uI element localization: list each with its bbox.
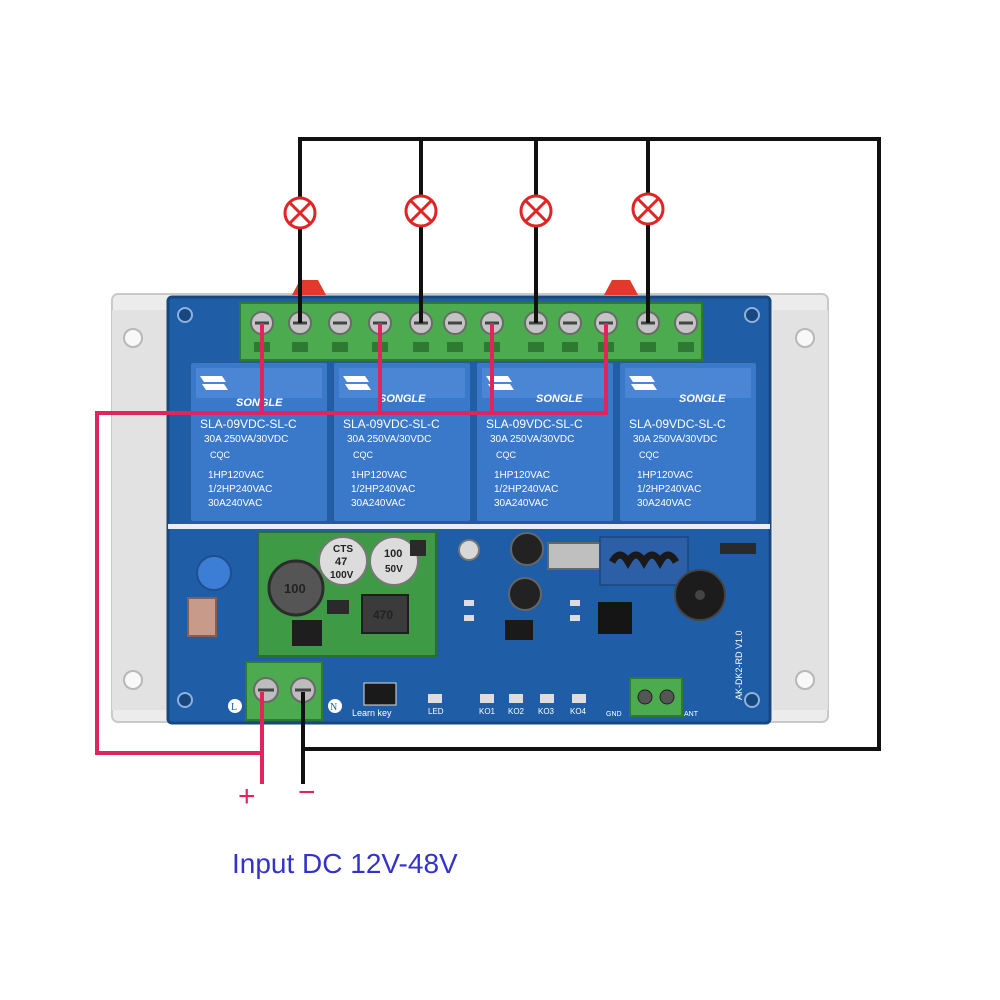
ant-label: ANT xyxy=(684,711,699,718)
learn-key-label: Learn key xyxy=(352,708,392,718)
relay-cqc: CQC xyxy=(210,450,231,460)
terminal-n-label: N xyxy=(330,702,337,713)
terminal-l-label: L xyxy=(231,702,237,713)
ko3-led xyxy=(540,694,554,703)
common-wire xyxy=(298,137,881,784)
learn-key-button[interactable] xyxy=(363,682,397,706)
inductor-100 xyxy=(267,559,325,617)
relay-line2: 1/2HP240VAC xyxy=(637,484,701,495)
inductor-100-label: 100 xyxy=(284,581,306,596)
gnd-label: GND xyxy=(606,711,622,718)
capacitor-47 xyxy=(318,536,368,586)
terminal-screw-9 xyxy=(558,311,582,352)
relay-rating: 30A 250VA/30VDC xyxy=(633,434,717,445)
plus-sign: + xyxy=(238,780,256,813)
relay-line2: 1/2HP240VAC xyxy=(494,484,558,495)
relay-rating: 30A 250VA/30VDC xyxy=(347,434,431,445)
varistor xyxy=(196,555,232,591)
relay-line2: 1/2HP240VAC xyxy=(351,484,415,495)
capacitor-47-top: CTS xyxy=(333,544,353,555)
ko1-label: KO1 xyxy=(479,707,496,716)
board-model-code: AK-DK2-RD V1.0 xyxy=(734,630,744,700)
relay-cqc: CQC xyxy=(639,450,660,460)
ko2-label: KO2 xyxy=(508,707,525,716)
input-caption: Input DC 12V-48V xyxy=(232,848,458,879)
relay-model: SLA-09VDC-SL-C xyxy=(343,417,440,431)
ko4-label: KO4 xyxy=(570,707,587,716)
lamp-1 xyxy=(283,196,317,230)
relay-brand: SONGLE xyxy=(536,393,583,405)
relay-line1: 1HP120VAC xyxy=(494,470,550,481)
mount-hole-tl xyxy=(123,328,143,348)
board-components: AK-DK2-RD V1.0 xyxy=(187,532,756,700)
relay-line3: 30A240VAC xyxy=(637,498,691,509)
capacitor-47-bottom: 100V xyxy=(330,570,354,581)
relay-rating: 30A 250VA/30VDC xyxy=(204,434,288,445)
lamp-4 xyxy=(631,192,665,226)
capacitor-100-top: 100 xyxy=(384,548,402,560)
mount-hole-bl xyxy=(123,670,143,690)
status-led xyxy=(428,694,442,703)
relay-brand: SONGLE xyxy=(679,393,726,405)
lamp-3 xyxy=(519,194,553,228)
relay-4: SONGLE SLA-09VDC-SL-C 30A 250VA/30VDC CQ… xyxy=(618,361,758,523)
power-module: 100 CTS 47 100V 100 50V 470 xyxy=(257,531,437,657)
lamp-2 xyxy=(404,194,438,228)
power-terminal: L N xyxy=(228,661,342,721)
capacitor-small-1 xyxy=(510,532,544,566)
relay-line3: 30A240VAC xyxy=(494,498,548,509)
antenna-coil xyxy=(608,551,680,570)
minus-sign: − xyxy=(298,776,316,809)
relay-line2: 1/2HP240VAC xyxy=(208,484,272,495)
inductor-470-label: 470 xyxy=(373,608,393,622)
pin-header xyxy=(720,543,756,554)
ko4-led xyxy=(572,694,586,703)
top-terminal-block xyxy=(239,302,703,361)
mount-hole-tr xyxy=(795,328,815,348)
relay-model: SLA-09VDC-SL-C xyxy=(629,417,726,431)
relay-line1: 1HP120VAC xyxy=(351,470,407,481)
mount-hole-br xyxy=(795,670,815,690)
capacitor-small-2 xyxy=(508,577,542,611)
relay-2: SONGLE SLA-09VDC-SL-C 30A 250VA/30VDC CQ… xyxy=(332,361,472,523)
terminal-screw-6 xyxy=(443,311,467,352)
relay-line3: 30A240VAC xyxy=(208,498,262,509)
relay-line1: 1HP120VAC xyxy=(637,470,693,481)
relay-3: SONGLE SLA-09VDC-SL-C 30A 250VA/30VDC CQ… xyxy=(475,361,615,523)
dip-switch xyxy=(547,542,601,570)
capacitor-100 xyxy=(369,536,419,586)
inductor-470 xyxy=(361,594,409,634)
ko1-led xyxy=(480,694,494,703)
ko2-led xyxy=(509,694,523,703)
relay-brand: SONGLE xyxy=(379,393,426,405)
relay-brand: SONGLE xyxy=(236,397,283,409)
relay-line3: 30A240VAC xyxy=(351,498,405,509)
relay-cqc: CQC xyxy=(353,450,374,460)
fuse xyxy=(187,597,217,637)
relay-line1: 1HP120VAC xyxy=(208,470,264,481)
terminal-screw-3 xyxy=(328,311,352,352)
chip-1 xyxy=(505,620,533,640)
ko3-label: KO3 xyxy=(538,707,555,716)
bottom-labels: Learn key LED KO1 KO2 KO3 KO4 GND ANT xyxy=(352,677,699,718)
relay-model: SLA-09VDC-SL-C xyxy=(486,417,583,431)
relay-rating: 30A 250VA/30VDC xyxy=(490,434,574,445)
terminal-screw-12 xyxy=(674,311,698,352)
relay-model: SLA-09VDC-SL-C xyxy=(200,417,297,431)
capacitor-47-mid: 47 xyxy=(335,556,347,568)
relay-cqc: CQC xyxy=(496,450,517,460)
microcontroller xyxy=(598,602,632,634)
capacitor-100-bottom: 50V xyxy=(385,564,403,575)
led-label: LED xyxy=(428,707,444,716)
positive-wire xyxy=(95,323,608,784)
relay-1: SONGLE SLA-09VDC-SL-C 30A 250VA/30VDC CQ… xyxy=(189,361,329,523)
